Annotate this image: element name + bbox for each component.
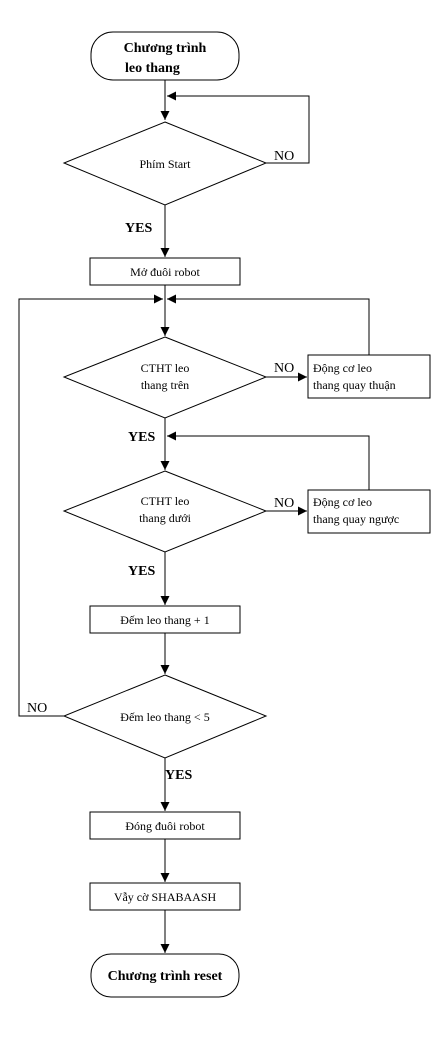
process-motor-reverse-line2: thang quay ngược	[313, 512, 399, 526]
decision-upper-switch-line1: CTHT leo	[141, 361, 190, 375]
connector-side2-return	[167, 431, 370, 490]
connector-d4-no-loop	[18, 294, 163, 717]
end-label: Chương trình reset	[108, 969, 223, 984]
d2-yes-label: YES	[128, 430, 155, 445]
decision-count-check-label: Đếm leo thang < 5	[120, 710, 209, 724]
decision-lower-switch-line1: CTHT leo	[141, 494, 190, 508]
process-close-tail-label: Đóng đuôi robot	[125, 819, 205, 833]
d1-no-label: NO	[274, 149, 294, 164]
decision-lower-switch-line2: thang dưới	[139, 511, 192, 525]
d1-yes-label: YES	[125, 221, 152, 236]
d3-no-label: NO	[274, 496, 294, 511]
d3-yes-label: YES	[128, 564, 155, 579]
process-motor-reverse-line1: Động cơ leo	[313, 495, 372, 509]
process-open-tail-label: Mở đuôi robot	[130, 265, 200, 279]
process-wave-flag	[89, 882, 241, 911]
connector-side1-return	[167, 294, 370, 355]
start-label-line2: leo thang	[125, 61, 180, 76]
d2-no-label: NO	[274, 361, 294, 376]
process-wave-flag-label: Vẫy cờ SHABAASH	[114, 890, 217, 904]
process-motor-forward-line1: Động cơ leo	[313, 361, 372, 375]
d4-no-label: NO	[27, 701, 47, 716]
process-close-tail	[89, 811, 241, 840]
end-terminator	[90, 953, 240, 998]
process-count-increment	[89, 605, 241, 634]
d4-yes-label: YES	[165, 768, 192, 783]
process-count-increment-label: Đếm leo thang + 1	[120, 613, 209, 627]
connector-d1-no-loop	[167, 91, 310, 164]
decision-start-key-label: Phím Start	[139, 157, 191, 171]
decision-upper-switch-line2: thang trên	[141, 378, 189, 392]
process-open-tail	[89, 257, 241, 286]
start-label-line1: Chương trình	[124, 41, 207, 56]
process-motor-reverse	[307, 489, 431, 534]
process-motor-forward-line2: thang quay thuận	[313, 378, 396, 392]
